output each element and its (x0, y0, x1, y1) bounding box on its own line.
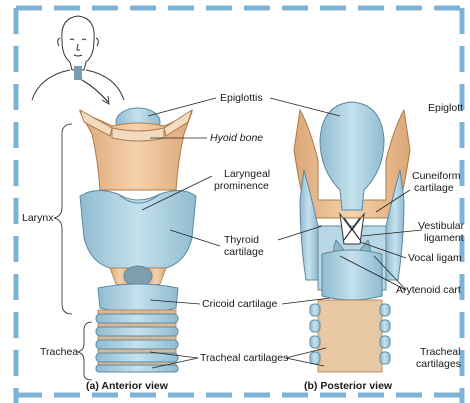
head-icon (32, 16, 124, 104)
label-cricoid-cartilage: Cricoid cartilage (202, 298, 277, 310)
label-thyroid-cartilage-1: Thyroid (224, 234, 259, 246)
label-trachea: Trachea (40, 346, 78, 358)
label-tracheal-cartilages-posterior-2: cartilages (416, 358, 461, 370)
label-laryngeal-prominence-2: prominence (214, 180, 269, 192)
posterior-larynx (294, 102, 410, 372)
label-vocal-ligament: Vocal ligam (408, 252, 462, 264)
label-arytenoid-cartilage: Arytenoid cart (396, 284, 461, 296)
label-laryngeal-prominence-1: Laryngeal (224, 168, 270, 180)
caption-anterior-view: (a) Anterior view (86, 380, 168, 392)
anterior-larynx (80, 108, 196, 372)
label-tracheal-cartilages: Tracheal cartilages (200, 352, 288, 364)
label-cuneiform-1: Cuneiform (412, 170, 460, 182)
label-vestibular-1: Vestibular (418, 220, 464, 232)
label-vestibular-2: ligament (424, 232, 464, 244)
label-larynx: Larynx (22, 212, 54, 224)
label-tracheal-cartilages-posterior-1: Tracheal (420, 346, 460, 358)
caption-posterior-view: (b) Posterior view (304, 380, 392, 392)
label-epiglottis-posterior: Epiglott (428, 102, 463, 114)
label-thyroid-cartilage-2: cartilage (224, 246, 264, 258)
label-hyoid-bone: Hyoid bone (210, 132, 263, 144)
label-cuneiform-2: cartilage (414, 182, 454, 194)
label-epiglottis: Epiglottis (220, 92, 263, 104)
